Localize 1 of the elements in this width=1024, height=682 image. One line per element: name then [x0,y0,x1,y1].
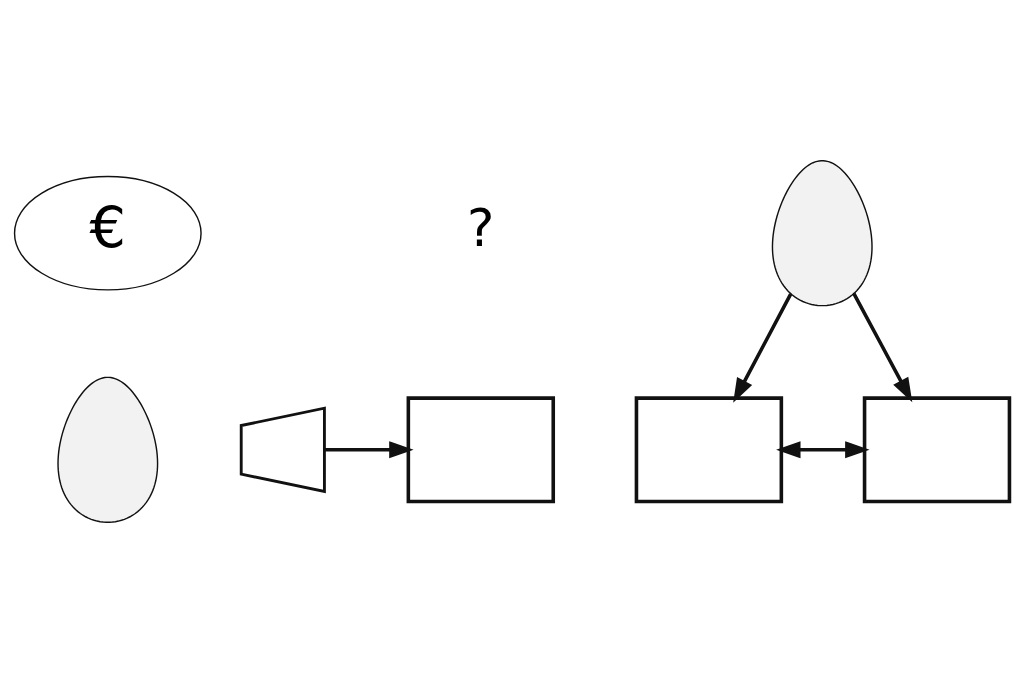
label: ? [467,197,495,258]
